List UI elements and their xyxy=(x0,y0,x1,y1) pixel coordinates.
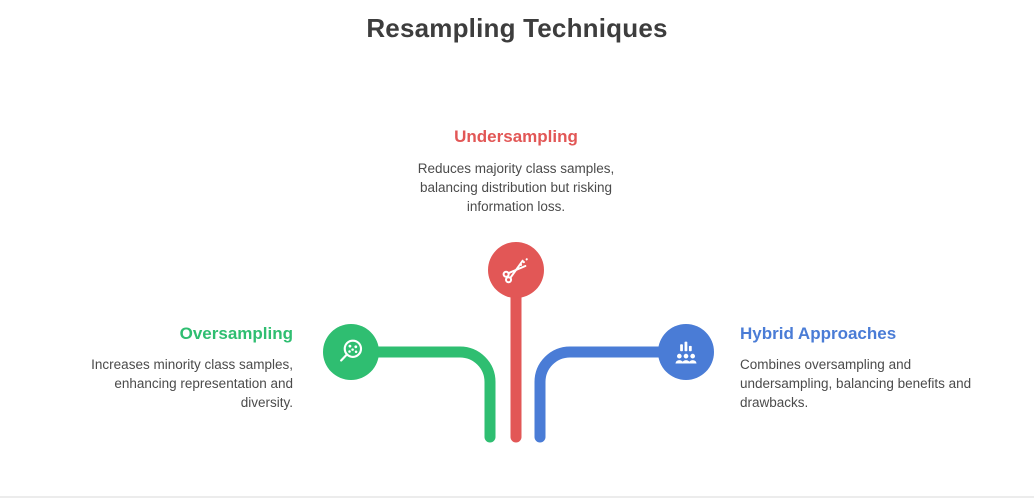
undersampling-label: Undersampling xyxy=(454,127,578,146)
hybrid-label: Hybrid Approaches xyxy=(740,324,897,343)
magnifier-dots-icon xyxy=(340,339,363,362)
oversampling-label: Oversampling xyxy=(179,324,293,343)
undersampling-description: Reduces majority class samples, balancin… xyxy=(417,161,615,214)
hybrid-connector xyxy=(534,346,692,443)
hybrid-description: Combines oversampling and undersampling,… xyxy=(740,357,972,410)
oversampling-description: Increases minority class samples, enhanc… xyxy=(91,357,293,410)
undersampling-node xyxy=(488,242,544,298)
hybrid-node xyxy=(658,324,714,380)
bar-chart-people-icon xyxy=(675,341,697,364)
scissors-icon xyxy=(502,257,529,284)
page-title: Resampling Techniques xyxy=(366,13,668,43)
oversampling-connector xyxy=(345,346,496,443)
oversampling-node xyxy=(323,324,379,380)
